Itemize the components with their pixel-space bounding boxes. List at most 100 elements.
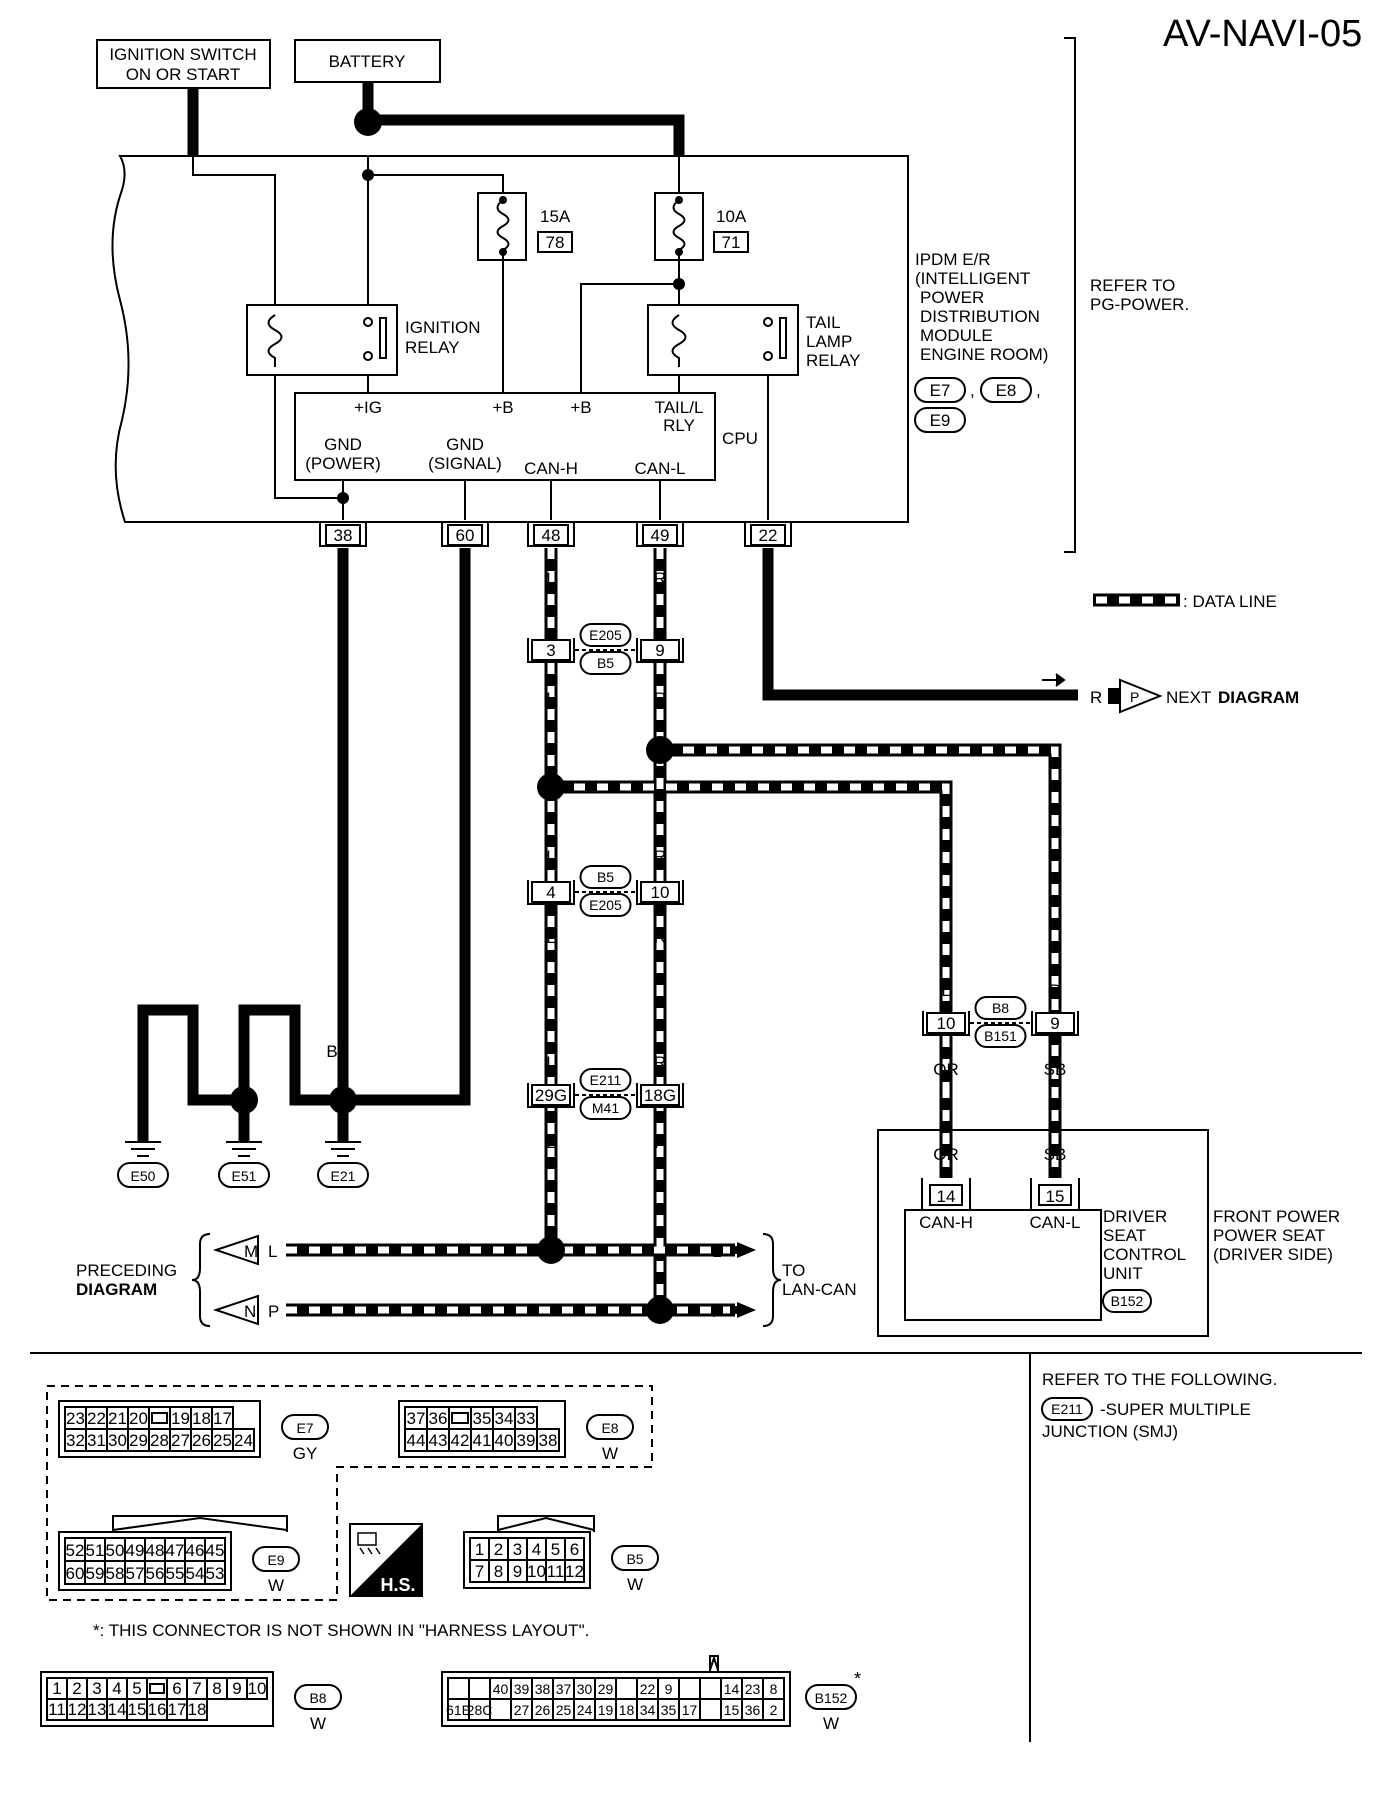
pin-cell: 17 <box>213 1409 232 1428</box>
hs-harness-icon: H.S. <box>349 1523 423 1597</box>
joint-pin: 10 <box>937 1014 956 1033</box>
pin-cell: 33 <box>517 1409 536 1428</box>
pin-cell: 12 <box>565 1562 584 1581</box>
pin-cell: 30 <box>577 1681 593 1697</box>
cpu-terminal-tail-a: TAIL/L <box>655 398 704 417</box>
ipdm-pin-number: 48 <box>542 526 561 545</box>
pin-cell: 38 <box>535 1681 551 1697</box>
pin-cell: 54 <box>186 1564 205 1583</box>
pin-cell: 40 <box>495 1431 514 1450</box>
pin-cell: 9 <box>665 1681 673 1697</box>
seat-system-line2: POWER SEAT <box>1213 1226 1325 1245</box>
pin-cell: 9 <box>232 1679 241 1698</box>
svg-text:OR: OR <box>933 1060 959 1079</box>
joint-bottom-label: E205 <box>589 897 622 913</box>
svg-text:L: L <box>546 1133 555 1152</box>
pin-cell: 19 <box>598 1702 614 1718</box>
seat-unit-line3: CONTROL <box>1103 1245 1186 1264</box>
face-color: GY <box>293 1444 318 1463</box>
svg-text:L: L <box>546 928 555 947</box>
pin-cell: 24 <box>234 1431 253 1450</box>
ground-E51-icon: E51 <box>218 1141 270 1188</box>
pin-cell: 24 <box>577 1702 593 1718</box>
pin-cell: 8 <box>770 1681 778 1697</box>
pin-cell: 15 <box>724 1702 740 1718</box>
pin-cell: 43 <box>429 1431 448 1450</box>
pin-cell: 27 <box>514 1702 530 1718</box>
pin-cell: 49 <box>126 1541 145 1560</box>
pin-cell: 50 <box>106 1541 125 1560</box>
joint-top-label: B8 <box>992 1000 1009 1016</box>
pin-cell: 23 <box>745 1681 761 1697</box>
next-diagram-text-a: NEXT <box>1166 688 1211 707</box>
ignition-relay-line2: RELAY <box>405 338 460 357</box>
pin-cell: 34 <box>495 1409 514 1428</box>
pin-cell: 14 <box>724 1681 740 1697</box>
pin-cell: 39 <box>514 1681 530 1697</box>
cpu-terminal-gnd-power-b: (POWER) <box>305 454 381 473</box>
svg-text:R: R <box>1049 981 1061 1000</box>
svg-text:R: R <box>654 847 666 866</box>
pin-cell: 8 <box>212 1679 221 1698</box>
pin-cell: 34 <box>640 1702 656 1718</box>
svg-text:R: R <box>654 928 666 947</box>
pin-cell: 53 <box>206 1564 225 1583</box>
cpu-label: CPU <box>722 429 758 448</box>
joint-pin: 4 <box>546 883 555 902</box>
pin-cell: 42 <box>451 1431 470 1450</box>
ipdm-line5: MODULE <box>920 326 993 345</box>
ipdm-line1: IPDM E/R <box>915 250 991 269</box>
svg-text:L: L <box>546 689 555 708</box>
cpu-terminal-can-l: CAN-L <box>634 459 685 478</box>
joint-top-label: E211 <box>590 1072 622 1088</box>
pin-cell: 31 <box>87 1431 106 1450</box>
ignition-switch-line2: ON OR START <box>126 65 241 84</box>
pin-cell: 37 <box>407 1409 426 1428</box>
cpu-terminal-gnd-signal-a: GND <box>446 435 484 454</box>
joint-bottom-label: B151 <box>984 1028 1017 1044</box>
ipdm-outline <box>111 155 909 523</box>
svg-text:REFER TO THE FOLLOWING.: REFER TO THE FOLLOWING. <box>1042 1370 1277 1389</box>
joint-pin: 18G <box>644 1086 676 1105</box>
joint-pin: 9 <box>1050 1014 1059 1033</box>
cpu-terminal-ig: +IG <box>354 398 382 417</box>
pin-cell: 39 <box>517 1431 536 1450</box>
joint-bottom-label: M41 <box>592 1100 619 1116</box>
pin-cell: 2 <box>494 1540 503 1559</box>
seat-control-unit: 14 15 CAN-H CAN-L DRIVER SEAT CONTROL UN… <box>877 1129 1340 1337</box>
pin-cell: 17 <box>168 1700 187 1719</box>
pin-cell: 10 <box>248 1679 267 1698</box>
pin-cell: 8 <box>494 1562 503 1581</box>
ipdm-description: IPDM E/R (INTELLIGENT POWER DISTRIBUTION… <box>915 250 1048 364</box>
pin-cell: 14 <box>108 1700 127 1719</box>
face-color: W <box>602 1444 618 1463</box>
svg-text:OR: OR <box>933 1145 959 1164</box>
svg-text:L: L <box>546 1053 555 1072</box>
pin-cell: 5 <box>551 1540 560 1559</box>
preceding-label-b: DIAGRAM <box>76 1280 157 1299</box>
svg-text:,: , <box>970 381 975 400</box>
footnote: *: THIS CONNECTOR IS NOT SHOWN IN "HARNE… <box>93 1621 589 1640</box>
pin-cell: 35 <box>661 1702 677 1718</box>
pin-cell: 1 <box>475 1540 484 1559</box>
ipdm-connector-e7: E7 <box>914 377 966 403</box>
svg-text:R: R <box>654 689 666 708</box>
joint-top-label: B5 <box>597 869 614 885</box>
svg-text:L: L <box>546 847 555 866</box>
pin-cell: 22 <box>87 1409 106 1428</box>
pin-cell: 10 <box>527 1562 546 1581</box>
pin-cell: 19 <box>171 1409 190 1428</box>
fuse-10a-rating: 10A <box>716 207 747 226</box>
pin-cell: 25 <box>213 1431 232 1450</box>
pin-cell: 28 <box>150 1431 169 1450</box>
face-color: W <box>268 1576 284 1595</box>
ground-label: E21 <box>331 1168 356 1184</box>
page-title: AV-NAVI-05 <box>1163 13 1362 55</box>
pin-cell: 60 <box>66 1564 85 1583</box>
svg-text:B152: B152 <box>1111 1293 1144 1309</box>
battery-box: BATTERY <box>294 39 441 83</box>
cpu-block <box>294 392 716 481</box>
